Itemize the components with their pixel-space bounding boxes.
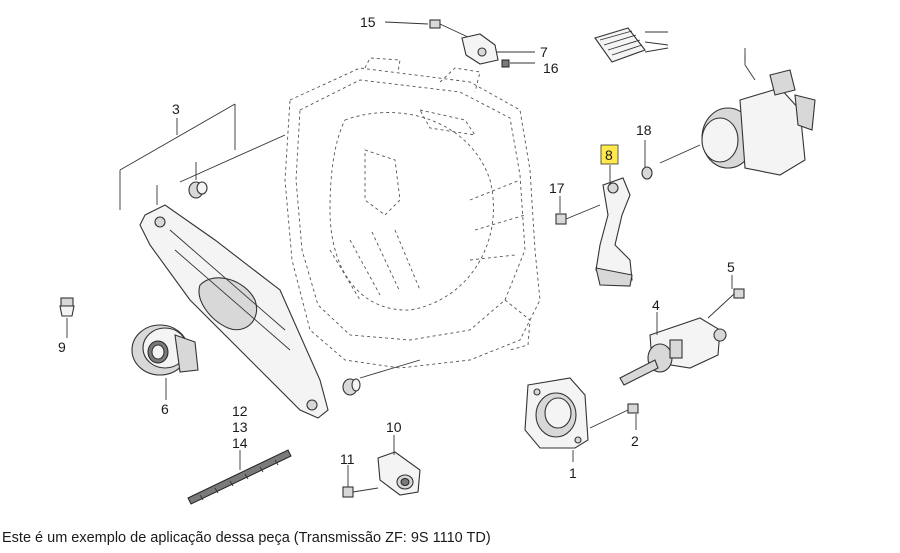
bushing-lower <box>342 378 361 396</box>
callout-17: 17 <box>549 180 565 196</box>
callout-9: 9 <box>58 339 66 355</box>
callout-1: 1 <box>569 465 577 481</box>
bolt-17 <box>555 204 601 225</box>
release-fork <box>595 177 633 287</box>
axis-line <box>179 134 286 183</box>
callout-16: 16 <box>543 60 559 76</box>
axis-line <box>659 144 701 164</box>
threaded-rod <box>187 449 292 505</box>
caption-text: Este é um exemplo de aplicação dessa peç… <box>2 530 491 546</box>
callout-7: 7 <box>540 44 548 60</box>
slave-cylinder <box>619 317 727 386</box>
highlight-marker <box>600 144 619 165</box>
output-yoke <box>701 55 816 176</box>
cover-plate <box>139 204 329 419</box>
clutch-housing <box>284 57 541 369</box>
callout-8: 8 <box>605 147 613 163</box>
callout-2: 2 <box>631 433 639 449</box>
callout-12: 12 <box>232 403 248 419</box>
callout-14: 14 <box>232 435 248 451</box>
callout-15: 15 <box>360 14 376 30</box>
callout-5: 5 <box>727 259 735 275</box>
callout-18: 18 <box>636 122 652 138</box>
shim-plate <box>594 27 646 63</box>
callout-4: 4 <box>652 297 660 313</box>
bracket-10 <box>377 451 421 496</box>
bushing-small <box>188 181 208 199</box>
callout-11: 11 <box>340 451 355 467</box>
callout-10: 10 <box>386 419 402 435</box>
cover-flange <box>524 377 589 449</box>
bolt-11 <box>342 486 379 498</box>
callout-6: 6 <box>161 401 169 417</box>
leader-lines <box>66 21 746 487</box>
axis-line <box>359 359 421 379</box>
callout-3: 3 <box>172 101 180 117</box>
washer-18 <box>641 166 653 180</box>
bolt-2 <box>589 403 639 429</box>
bolt-5 <box>707 288 745 319</box>
release-bearing <box>131 324 199 376</box>
clip-assembly-top <box>429 19 510 68</box>
callout-13: 13 <box>232 419 248 435</box>
screw-9 <box>59 297 75 317</box>
